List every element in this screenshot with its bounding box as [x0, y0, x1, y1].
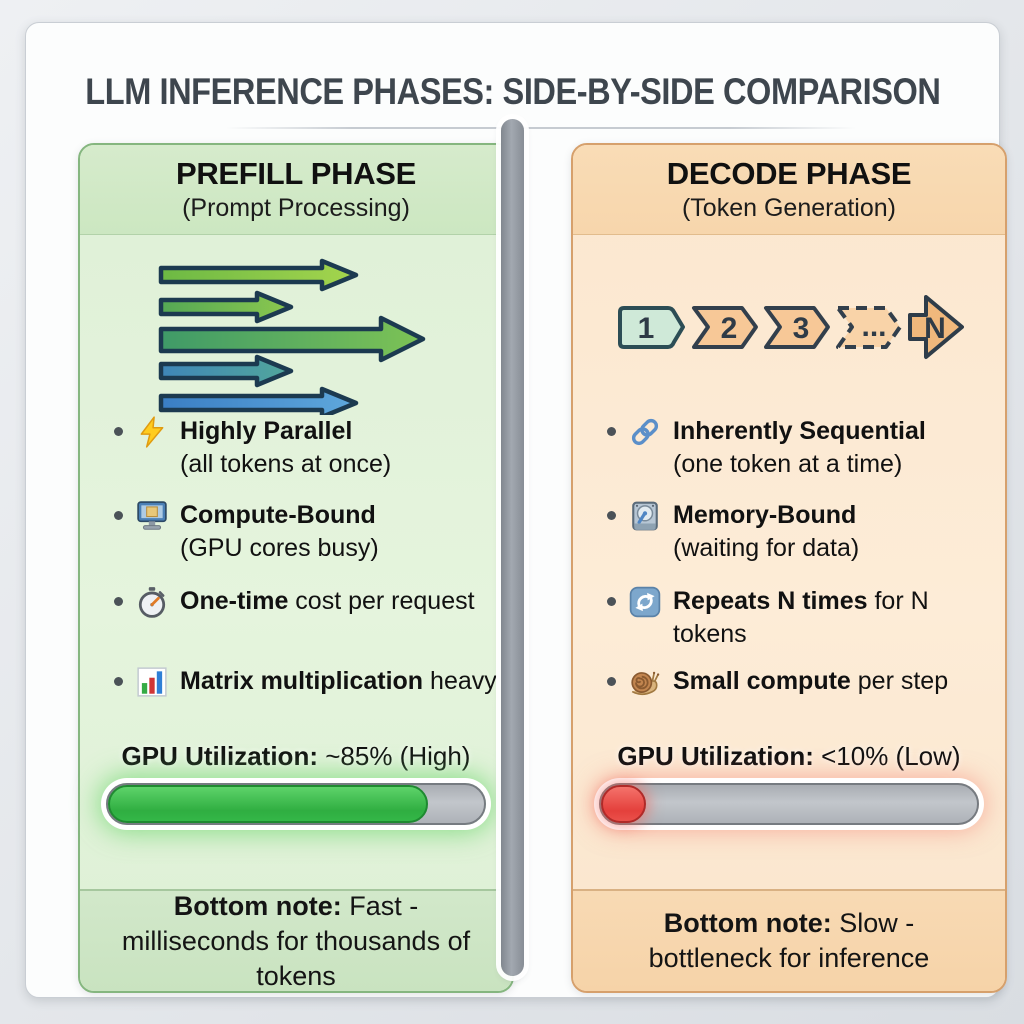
- bullet-dot: [607, 677, 616, 686]
- decode-gpu-bar: [599, 783, 979, 825]
- bullet-text: Repeats N times for N tokens: [673, 587, 929, 648]
- decode-panel: DECODE PHASE (Token Generation) 1 2 3 ..…: [571, 143, 1007, 993]
- token-sequence-icon: 1 2 3 ... N: [618, 295, 964, 359]
- prefill-gpu-fill: [108, 785, 428, 823]
- parallel-arrows-icon: [158, 258, 426, 415]
- bullet-text: Small compute per step: [673, 667, 949, 695]
- prefill-bullet-compute: Compute-Bound (GPU cores busy): [114, 499, 500, 565]
- bullet-text: Highly Parallel (all tokens at once): [180, 417, 392, 478]
- decode-gpu-label: GPU Utilization: <10% (Low): [617, 741, 961, 771]
- bullet-text: Matrix multiplication heavy: [180, 667, 497, 695]
- bullet-text: One-time cost per request: [180, 587, 475, 615]
- decode-bullet-memory: Memory-Bound (waiting for data): [607, 499, 993, 565]
- stopwatch-icon: [138, 587, 166, 618]
- prefill-bullet-onetime: One-time cost per request: [114, 585, 500, 618]
- token-label-3: 3: [793, 312, 810, 345]
- title-divider: [226, 127, 856, 129]
- token-label-n: N: [924, 312, 946, 345]
- bullet-dot: [114, 597, 123, 606]
- page-title: LLM INFERENCE PHASES: SIDE-BY-SIDE COMPA…: [84, 71, 941, 112]
- parallel-arrows-graphic: [80, 255, 512, 415]
- bullet-text: Compute-Bound (GPU cores busy): [180, 501, 379, 562]
- decode-bullet-sequential: Inherently Sequential (one token at a ti…: [607, 415, 993, 481]
- bullet-dot: [607, 511, 616, 520]
- prefill-subtitle: (Prompt Processing): [182, 194, 410, 222]
- refresh-icon: [629, 586, 661, 618]
- monitor-icon: [137, 501, 167, 530]
- token-label-ellipsis: ...: [861, 310, 886, 343]
- prefill-gpu-label: GPU Utilization: ~85% (High): [121, 741, 471, 771]
- decode-header: DECODE PHASE (Token Generation): [573, 145, 1005, 235]
- bullet-text: Inherently Sequential (one token at a ti…: [673, 417, 926, 478]
- prefill-gpu-bar: [106, 783, 486, 825]
- prefill-header: PREFILL PHASE (Prompt Processing): [80, 145, 512, 235]
- token-label-1: 1: [638, 312, 655, 345]
- decode-bottom-note: Bottom note: Slow - bottleneck for infer…: [573, 889, 1005, 991]
- bullet-text: Memory-Bound (waiting for data): [673, 501, 860, 562]
- bullet-dot: [114, 511, 123, 520]
- comparison-card: LLM INFERENCE PHASES: SIDE-BY-SIDE COMPA…: [25, 22, 1007, 998]
- prefill-bottom-note: Bottom note: Fast - milliseconds for tho…: [80, 889, 512, 991]
- bullet-dot: [607, 597, 616, 606]
- token-label-2: 2: [721, 312, 738, 345]
- decode-bullet-smallcompute: Small compute per step: [607, 665, 993, 698]
- decode-bullet-repeats: Repeats N times for N tokens: [607, 585, 993, 651]
- prefill-panel: PREFILL PHASE (Prompt Processing): [78, 143, 514, 993]
- decode-title: DECODE PHASE: [666, 156, 912, 191]
- sequential-tokens-graphic: 1 2 3 ... N: [573, 281, 1005, 376]
- prefill-bullet-matmul: Matrix multiplication heavy: [114, 665, 500, 698]
- disk-icon: [632, 501, 658, 531]
- decode-gpu-fill: [601, 785, 647, 823]
- bullet-dot: [114, 677, 123, 686]
- snail-icon: [631, 671, 660, 696]
- bar-chart-icon: [137, 667, 167, 697]
- link-icon: [631, 418, 659, 446]
- decode-subtitle: (Token Generation): [681, 194, 896, 222]
- zap-icon: [140, 416, 164, 448]
- bullet-dot: [114, 427, 123, 436]
- bullet-dot: [607, 427, 616, 436]
- prefill-bullet-parallel: Highly Parallel (all tokens at once): [114, 415, 500, 481]
- prefill-title: PREFILL PHASE: [175, 156, 417, 191]
- center-divider: [501, 119, 524, 976]
